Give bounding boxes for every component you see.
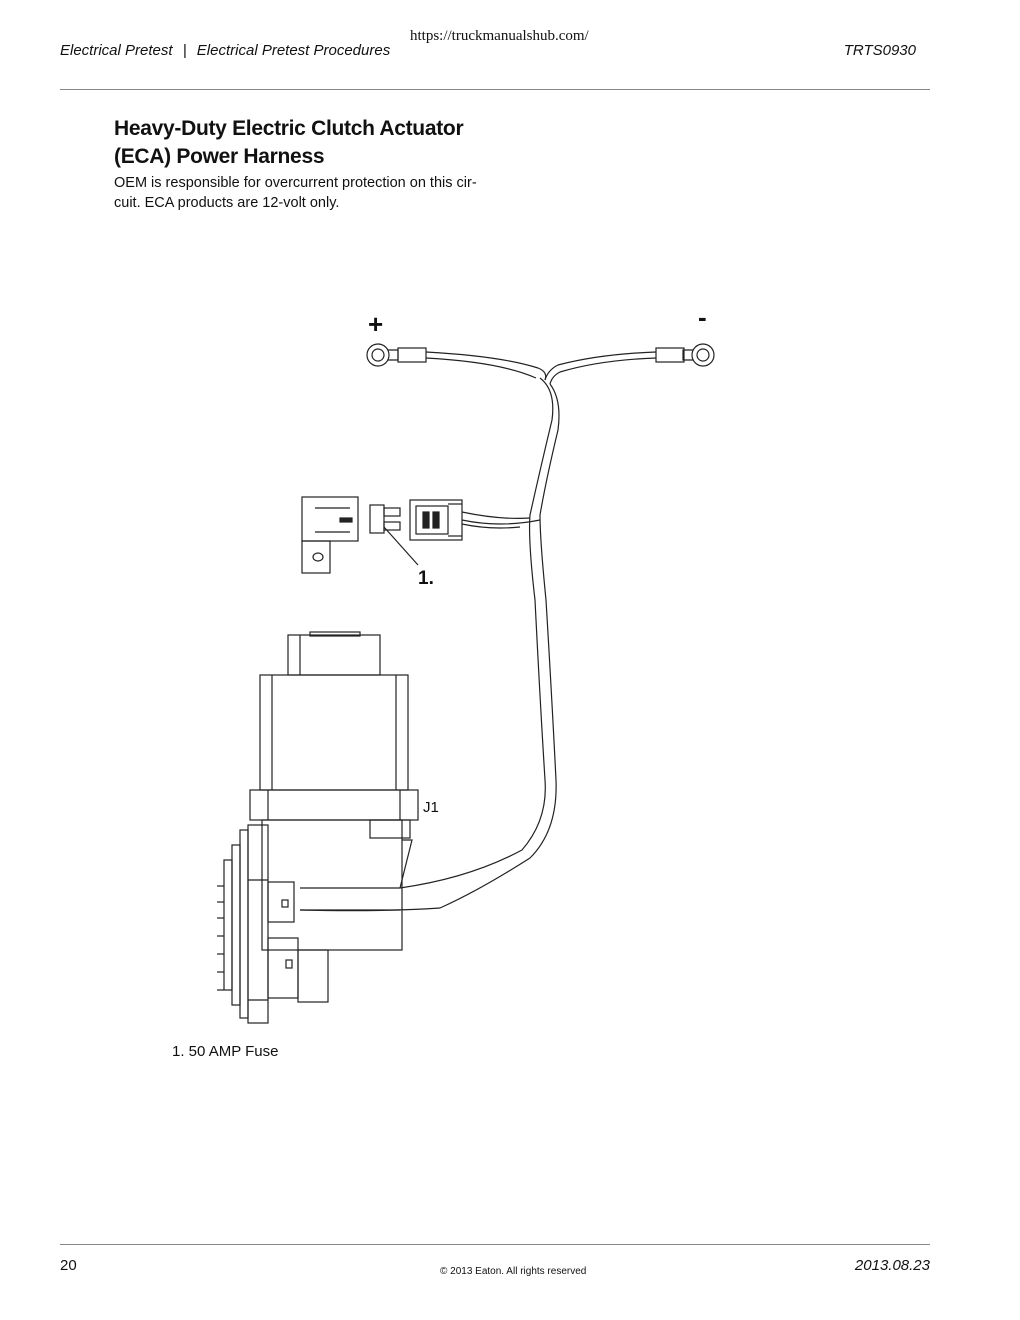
title-line-1: Heavy-Duty Electric Clutch Actuator [114, 117, 464, 140]
harness-diagram: + - 1. J1 [217, 302, 715, 1024]
callout-number: 1. [418, 568, 434, 589]
page-number: 20 [60, 1257, 77, 1274]
plus-label: + [368, 309, 383, 339]
source-url: https://truckmanualshub.com/ [410, 28, 589, 44]
revision-date: 2013.08.23 [854, 1257, 930, 1274]
document-code: TRTS0930 [843, 42, 916, 59]
header-section: Electrical Pretest [60, 42, 173, 59]
body-paragraph: OEM is responsible for overcurrent prote… [114, 173, 494, 213]
copyright-notice: © 2013 Eaton. All rights reserved [440, 1266, 587, 1277]
connector-label: J1 [423, 799, 439, 816]
header-rule [60, 89, 930, 90]
body-line-2: cuit. ECA products are 12-volt only. [114, 195, 340, 211]
positive-ring-terminal [366, 343, 427, 367]
callout-leader [383, 526, 419, 566]
minus-label: - [698, 302, 707, 332]
fuse-blade [369, 504, 401, 534]
figure-caption: 1. 50 AMP Fuse [172, 1043, 279, 1060]
fuse-connector [409, 499, 463, 541]
title-line-2: (ECA) Power Harness [114, 145, 325, 168]
clutch-actuator [217, 631, 419, 1024]
fuse-holder [301, 496, 359, 574]
body-line-1: OEM is responsible for overcurrent prote… [114, 175, 477, 191]
header-separator: | [182, 42, 187, 59]
harness-wires [299, 351, 657, 912]
footer-rule [60, 1244, 930, 1245]
negative-ring-terminal [655, 343, 715, 367]
running-header: Electrical Pretest | Electrical Pretest … [60, 42, 390, 59]
page-title: Heavy-Duty Electric Clutch Actuator (ECA… [114, 115, 534, 171]
header-subsection: Electrical Pretest Procedures [196, 42, 391, 59]
